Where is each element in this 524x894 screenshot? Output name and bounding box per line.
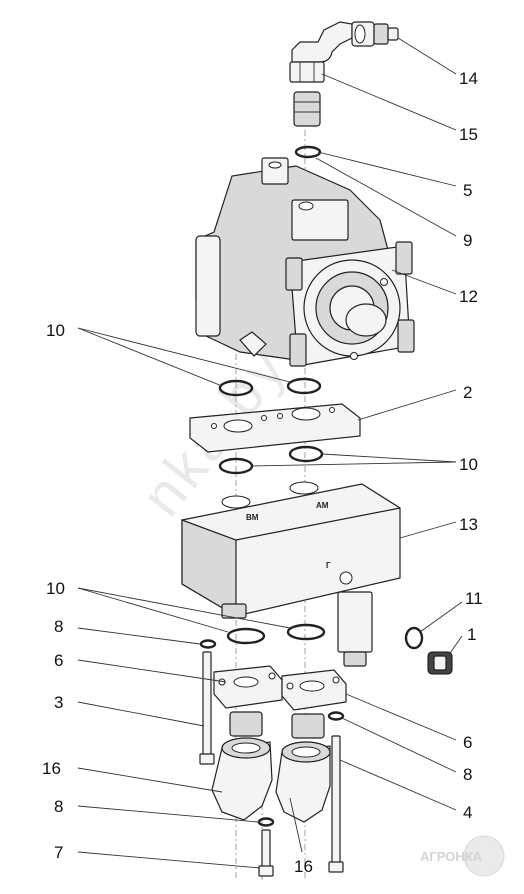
part-11-seal-ring [404,626,424,650]
callout-7: 7 [54,843,63,862]
callout-2: 2 [463,383,472,402]
part-6-flange-left [213,665,283,709]
callout-3: 3 [54,693,63,712]
part-3-long-bolt [199,651,215,765]
callout-labels: 14 15 5 9 12 10 2 10 13 10 11 1 8 6 3 6 … [42,69,483,876]
callout-15: 15 [459,125,478,144]
part-16-elbow-right [275,741,331,823]
callout-8-upper: 8 [54,617,63,636]
callout-9: 9 [463,231,472,250]
part-16-elbow-left [211,737,273,821]
part-7-short-bolt [258,829,274,877]
part-14-elbow-fitting [291,21,399,63]
block-marking-right: АМ [316,501,329,510]
logo: АГРОНКА [420,835,505,877]
leader-lines [77,37,463,869]
part-1-plug [427,651,453,675]
logo-text: АГРОНКА [420,849,483,864]
callout-6-left: 6 [54,651,63,670]
callout-10-upper: 10 [46,321,65,340]
part-6-flange-right [281,669,347,711]
part-8-washers [199,639,345,827]
block-marking-port: Г [326,561,331,570]
part-5-seal-ring [294,145,322,159]
callout-10-lower: 10 [46,579,65,598]
part-13-valve-block: ВМ АМ Г [181,481,401,667]
part-10-rings-lower [226,623,326,645]
part-12-pump-body [195,157,415,367]
callout-13: 13 [459,515,478,534]
callout-4: 4 [463,803,472,822]
callout-16-right: 16 [294,857,313,876]
callout-11: 11 [465,589,483,608]
callout-8-lower: 8 [54,797,63,816]
part-10-rings-upper [218,377,322,397]
callout-6-right: 6 [463,733,472,752]
callout-16-left: 16 [42,759,61,778]
callout-1: 1 [467,625,476,644]
callout-10-middle: 10 [459,455,478,474]
part-2-adapter-plate [189,403,361,453]
part-4-long-bolt [328,735,344,873]
callout-12: 12 [459,287,478,306]
callout-8-right: 8 [463,765,472,784]
callout-5: 5 [463,181,472,200]
callout-14: 14 [459,69,478,88]
part-15-adapter-nut [289,61,325,127]
block-marking-left: ВМ [246,513,259,522]
tube-stubs [229,711,325,739]
